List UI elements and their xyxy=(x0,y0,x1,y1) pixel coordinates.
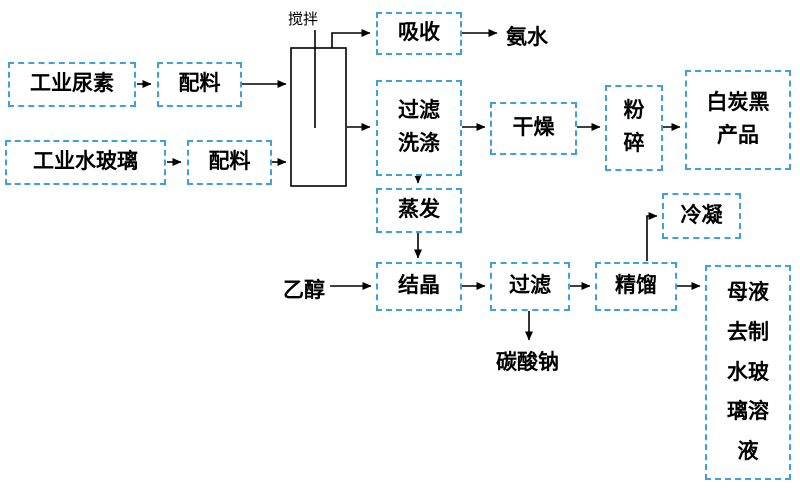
node-batching-1: 配料 xyxy=(157,62,242,107)
arrow-rectification-to-condensation xyxy=(646,212,658,261)
node-industrial-water-glass: 工业水玻璃 xyxy=(5,140,166,185)
node-filter-wash: 过滤 洗涤 xyxy=(376,80,462,176)
node-batching-2: 配料 xyxy=(187,140,272,185)
node-white-carbon-black-product: 白炭黑 产品 xyxy=(685,70,791,170)
arrow-vessel-to-absorption xyxy=(331,29,371,48)
node-absorption: 吸收 xyxy=(376,12,462,55)
node-drying: 干燥 xyxy=(490,102,577,155)
node-crystallization: 结晶 xyxy=(376,262,462,311)
node-industrial-urea: 工业尿素 xyxy=(8,62,136,107)
node-evaporation: 蒸发 xyxy=(376,188,462,233)
node-rectification: 精馏 xyxy=(595,262,677,311)
node-mother-liquor: 母液 去制 水玻 璃溶 液 xyxy=(705,265,791,480)
label-ethanol: 乙醇 xyxy=(283,279,325,302)
node-crushing: 粉 碎 xyxy=(605,85,663,171)
label-sodium-carbonate: 碳酸钠 xyxy=(496,351,559,374)
reactor-vessel xyxy=(290,47,347,187)
label-ammonia-water: 氨水 xyxy=(506,26,548,49)
node-filtration: 过滤 xyxy=(490,262,570,311)
node-condensation: 冷凝 xyxy=(662,193,741,239)
label-stirring: 搅拌 xyxy=(288,11,319,28)
